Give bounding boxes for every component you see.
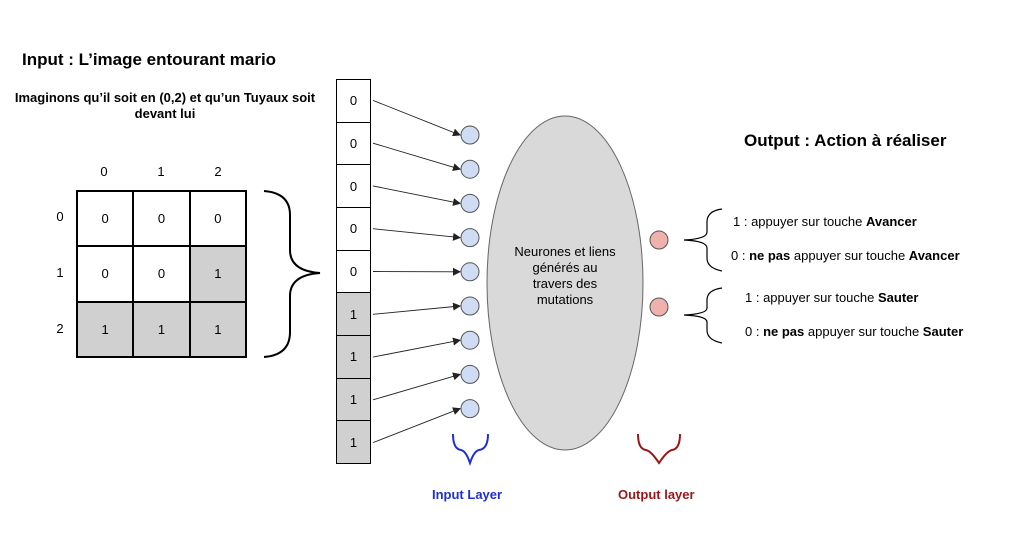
connection-arrow xyxy=(372,99,461,137)
input-subtitle: Imaginons qu’il soit en (0,2) et qu’un T… xyxy=(14,90,316,121)
grid-col-label: 2 xyxy=(214,164,222,179)
output-title: Output : Action à réaliser xyxy=(744,131,947,150)
grid-col-label: 1 xyxy=(157,164,165,179)
action-line: 1 : appuyer sur touche Avancer xyxy=(733,214,917,229)
grid-row-label: 0 xyxy=(56,209,64,224)
action-key: Avancer xyxy=(908,248,960,263)
grid-cell: 0 xyxy=(133,191,190,247)
input-node xyxy=(460,228,480,248)
grid-cell: 0 xyxy=(77,191,134,247)
grid-cell: 1 xyxy=(77,301,134,357)
input-title: Input : L’image entourant mario xyxy=(22,50,277,69)
action-key: Sauter xyxy=(877,290,919,305)
input-layer-brace-icon xyxy=(452,433,489,467)
grid-brace-icon xyxy=(263,190,321,358)
grid-cell: 1 xyxy=(189,246,246,302)
input-node xyxy=(460,159,480,179)
action-key: Sauter xyxy=(922,324,964,339)
grid-cell: 0 xyxy=(77,246,134,302)
hidden-layer-blob xyxy=(486,115,644,451)
grid-cell: 1 xyxy=(189,301,246,357)
grid-row-label: 1 xyxy=(56,265,64,280)
output-node xyxy=(649,297,669,317)
vector-cell: 0 xyxy=(337,208,370,251)
output-brace-icon xyxy=(683,287,723,344)
grid-col-label: 0 xyxy=(100,164,108,179)
grid-row-label: 2 xyxy=(56,321,64,336)
output-node xyxy=(649,230,669,250)
vector-cell: 1 xyxy=(337,293,370,337)
connection-arrow xyxy=(372,337,461,358)
input-node xyxy=(460,262,480,282)
connection-arrow xyxy=(372,185,461,206)
action-line: 0 : ne pas appuyer sur touche Avancer xyxy=(731,248,960,263)
action-key: Avancer xyxy=(865,214,917,229)
grid-cell: 0 xyxy=(133,246,190,302)
grid-cell: 0 xyxy=(189,191,246,247)
connection-arrow xyxy=(372,302,461,315)
action-line: 0 : ne pas appuyer sur touche Sauter xyxy=(745,324,963,339)
action-prefix: 1 : appuyer sur touche xyxy=(745,290,878,305)
vector-cell: 1 xyxy=(337,378,370,422)
input-node xyxy=(460,399,480,419)
connection-arrow xyxy=(372,407,461,444)
hidden-layer-label: Neurones et liens générés au travers des… xyxy=(514,244,616,307)
action-negation: ne pas xyxy=(763,324,805,339)
input-vector: 0 0 0 0 0 1 1 1 1 xyxy=(336,79,371,464)
grid-cell: 1 xyxy=(133,301,190,357)
input-node xyxy=(460,125,480,145)
action-prefix: 1 : appuyer sur touche xyxy=(733,214,866,229)
input-node xyxy=(460,193,480,213)
vector-cell: 1 xyxy=(337,336,370,379)
action-middle: appuyer sur touche xyxy=(804,324,923,339)
output-layer-brace-icon xyxy=(637,433,681,465)
input-node xyxy=(460,296,480,316)
vector-cell: 0 xyxy=(337,123,370,166)
action-middle: appuyer sur touche xyxy=(790,248,909,263)
connection-arrow xyxy=(372,142,461,172)
action-prefix: 0 : xyxy=(745,324,764,339)
vector-cell: 1 xyxy=(337,421,370,464)
output-layer-label: Output layer xyxy=(618,487,695,502)
connection-arrow xyxy=(372,228,461,241)
action-prefix: 0 : xyxy=(731,248,750,263)
input-grid: 0 0 0 0 0 1 1 1 1 xyxy=(76,190,247,358)
input-node xyxy=(460,364,480,384)
output-brace-icon xyxy=(683,208,723,272)
action-line: 1 : appuyer sur touche Sauter xyxy=(745,290,918,305)
connection-arrow xyxy=(372,372,461,401)
action-negation: ne pas xyxy=(749,248,791,263)
input-node xyxy=(460,330,480,350)
vector-cell: 0 xyxy=(337,80,370,123)
input-layer-label: Input Layer xyxy=(432,487,503,502)
vector-cell: 0 xyxy=(337,165,370,209)
vector-cell: 0 xyxy=(337,251,370,294)
